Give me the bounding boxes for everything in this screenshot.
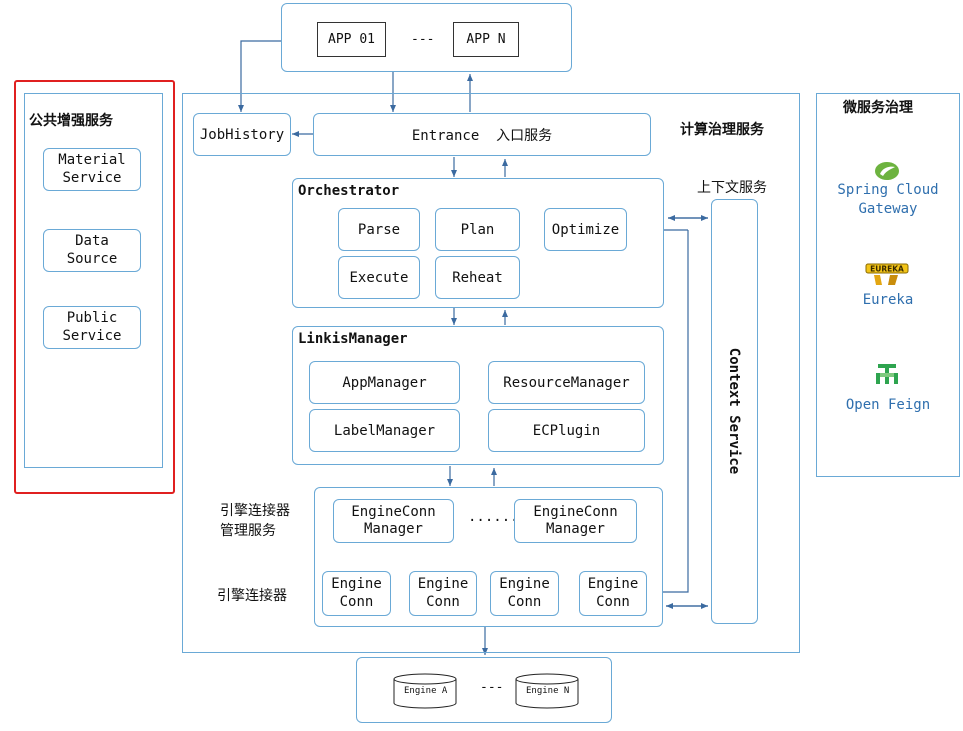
app-first-label: APP 01 <box>328 32 375 47</box>
microservice-container <box>816 93 960 477</box>
engine-conn-4: Engine Conn <box>579 571 647 616</box>
engine-a-cylinder <box>393 673 457 709</box>
jobhistory-label: JobHistory <box>199 126 285 143</box>
ecm-ellipsis: ...... <box>468 509 519 525</box>
context-service-box <box>711 199 758 624</box>
ecm-box-2: EngineConn Manager <box>514 499 637 543</box>
data-source-label: Data Source <box>66 233 118 267</box>
engine-conn-3: Engine Conn <box>490 571 559 616</box>
public-service-label: Public Service <box>62 310 122 344</box>
ecm-label-2: EngineConn Manager <box>533 503 618 538</box>
app-manager-label: AppManager <box>342 374 427 391</box>
label-manager-box: LabelManager <box>309 409 460 452</box>
arrow-apps-to-jobhistory <box>238 40 282 112</box>
label-manager-label: LabelManager <box>333 422 436 439</box>
open-feign-label: Open Feign <box>845 397 931 413</box>
execute-label: Execute <box>349 269 409 286</box>
app-first-box: APP 01 <box>317 22 386 57</box>
jobhistory-box: JobHistory <box>193 113 291 156</box>
ecplugin-box: ECPlugin <box>488 409 645 452</box>
reheat-box: Reheat <box>435 256 520 299</box>
data-source-box: Data Source <box>43 229 141 272</box>
parse-box: Parse <box>338 208 420 251</box>
ecm-service-label: 引擎连接器 管理服务 <box>220 503 290 540</box>
plan-box: Plan <box>435 208 520 251</box>
engine-conn-1: Engine Conn <box>322 571 391 616</box>
eureka-label: Eureka <box>862 292 914 308</box>
ecm-box-1: EngineConn Manager <box>333 499 454 543</box>
app-manager-box: AppManager <box>309 361 460 404</box>
engine-conn-label-3: Engine Conn <box>499 576 550 610</box>
material-service-label: Material Service <box>58 152 126 186</box>
app-last-box: APP N <box>453 22 519 57</box>
execute-box: Execute <box>338 256 420 299</box>
governance-title: 计算治理服务 <box>680 122 764 138</box>
public-services-highlight <box>14 80 175 494</box>
eureka-logo-icon: EUREKA <box>865 263 909 285</box>
app-last-label: APP N <box>466 32 506 47</box>
resource-manager-label: ResourceManager <box>503 374 630 391</box>
reheat-label: Reheat <box>452 269 503 286</box>
feign-logo-icon <box>871 359 903 389</box>
entrance-box: Entrance 入口服务 <box>313 113 651 156</box>
engine-a-label: Engine A <box>404 686 448 696</box>
context-service-label: Context Service <box>726 347 742 475</box>
engine-conn-label-2: Engine Conn <box>417 576 469 610</box>
resource-manager-box: ResourceManager <box>488 361 645 404</box>
engine-n-label: Engine N <box>526 686 570 696</box>
entrance-label: Entrance 入口服务 <box>411 127 553 144</box>
plan-label: Plan <box>460 221 495 238</box>
linkis-manager-title: LinkisManager <box>298 331 408 347</box>
engine-n-cylinder <box>515 673 579 709</box>
optimize-label: Optimize <box>551 221 620 238</box>
engine-conn-2: Engine Conn <box>409 571 477 616</box>
public-services-title: 公共增强服务 <box>29 113 113 129</box>
spring-leaf-icon <box>875 162 899 180</box>
ecm-label-1: EngineConn Manager <box>351 503 436 538</box>
microservice-title: 微服务治理 <box>843 100 913 116</box>
public-service-box: Public Service <box>43 306 141 349</box>
svg-text:EUREKA: EUREKA <box>870 265 904 274</box>
ecplugin-label: ECPlugin <box>532 422 601 439</box>
engine-conn-label-4: Engine Conn <box>587 576 639 610</box>
engine-conn-label-1: Engine Conn <box>331 576 382 610</box>
optimize-box: Optimize <box>544 208 627 251</box>
engines-ellipsis: --- <box>480 680 504 695</box>
parse-label: Parse <box>357 221 401 238</box>
engine-connector-label: 引擎连接器 <box>217 588 287 604</box>
material-service-box: Material Service <box>43 148 141 191</box>
spring-cloud-gateway-label: Spring Cloud Gateway <box>837 182 939 217</box>
orchestrator-title: Orchestrator <box>298 183 400 199</box>
context-title: 上下文服务 <box>697 180 767 196</box>
apps-container <box>281 3 572 72</box>
apps-ellipsis: --- <box>411 32 435 47</box>
governance-container <box>182 93 800 653</box>
